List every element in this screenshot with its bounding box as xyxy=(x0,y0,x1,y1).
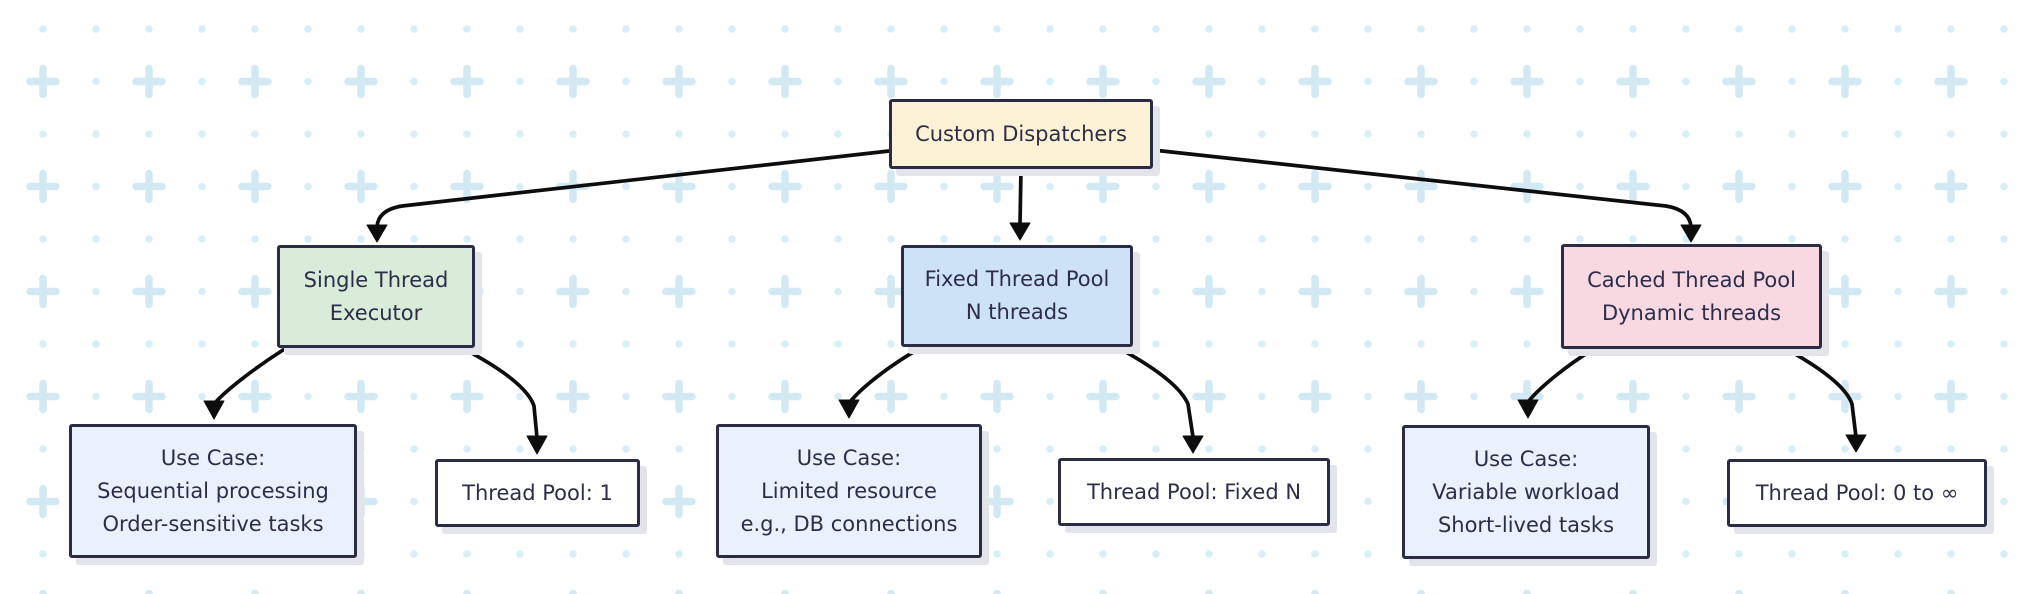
edge-fixed-pool xyxy=(1122,349,1204,454)
edge-cached-pool xyxy=(1786,348,1867,453)
edge-root-fixed xyxy=(1009,167,1031,241)
node-custom-dispatchers: Custom Dispatchers xyxy=(889,99,1153,169)
node-single-pool-size: Thread Pool: 1 xyxy=(435,459,640,527)
node-fixed-pool-size-label: Thread Pool: Fixed N xyxy=(1086,479,1302,504)
node-cached-thread-pool: Cached Thread Pool Dynamic threads xyxy=(1561,244,1822,349)
node-cached-use-case-label: Use Case: Variable workload Short-lived … xyxy=(1432,446,1620,537)
edge-single-pool xyxy=(464,348,548,455)
node-cached-pool-size: Thread Pool: 0 to ∞ xyxy=(1727,459,1987,527)
node-single-thread-executor-label: Single Thread Executor xyxy=(303,267,449,325)
edge-cached-use-case xyxy=(1517,348,1594,419)
node-fixed-use-case: Use Case: Limited resource e.g., DB conn… xyxy=(716,424,982,558)
node-fixed-thread-pool-label: Fixed Thread Pool N threads xyxy=(924,267,1110,324)
node-fixed-use-case-label: Use Case: Limited resource e.g., DB conn… xyxy=(740,445,958,536)
node-cached-pool-size-label: Thread Pool: 0 to ∞ xyxy=(1755,480,1959,505)
node-cached-use-case: Use Case: Variable workload Short-lived … xyxy=(1402,425,1650,559)
node-single-pool-size-label: Thread Pool: 1 xyxy=(462,480,613,505)
node-single-thread-executor: Single Thread Executor xyxy=(277,245,475,348)
edge-fixed-use-case xyxy=(838,349,917,419)
node-single-use-case: Use Case: Sequential processing Order-se… xyxy=(69,424,357,558)
node-custom-dispatchers-label: Custom Dispatchers xyxy=(915,121,1127,146)
node-cached-thread-pool-label: Cached Thread Pool Dynamic threads xyxy=(1587,267,1796,325)
edge-root-cached xyxy=(1151,148,1702,243)
edge-single-use-case xyxy=(203,348,285,420)
edge-root-single xyxy=(366,149,891,243)
node-fixed-thread-pool: Fixed Thread Pool N threads xyxy=(901,245,1133,347)
node-single-use-case-label: Use Case: Sequential processing Order-se… xyxy=(97,445,329,536)
node-fixed-pool-size: Thread Pool: Fixed N xyxy=(1058,458,1330,526)
